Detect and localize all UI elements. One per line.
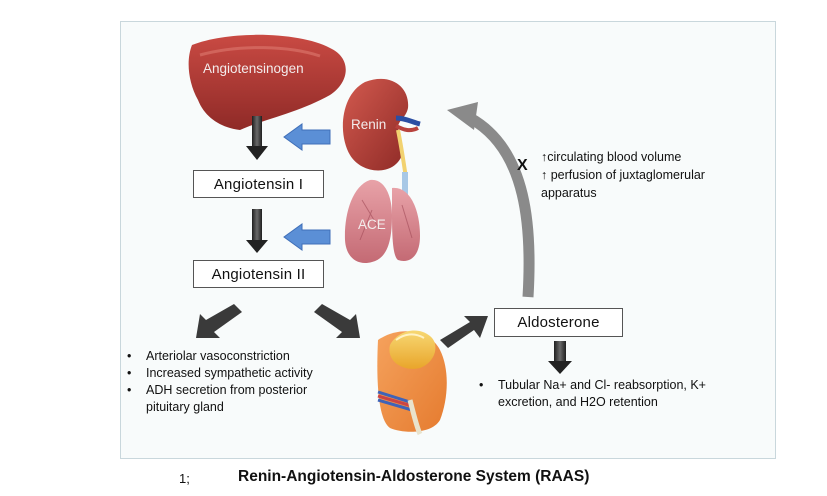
figure-mark: 1; xyxy=(179,471,190,486)
arrow-adrenal-to-aldosterone xyxy=(440,316,488,348)
arrow-to-adrenal xyxy=(314,304,360,338)
renin-label: Renin xyxy=(351,117,387,132)
lung-illustration xyxy=(344,179,392,264)
aldosterone-box: Aldosterone xyxy=(494,308,623,337)
aldosterone-effect-item: Tubular Na+ and Cl- reabsorption, K+ exc… xyxy=(474,377,706,411)
effect-item-continuation: pituitary gland xyxy=(146,400,224,414)
kidney-illustration xyxy=(342,78,409,171)
feedback-line-1: ↑circulating blood volume xyxy=(541,150,682,164)
angiotensin-effects-list: Arteriolar vasoconstriction Increased sy… xyxy=(122,348,313,416)
arrow-liver-to-angiotensin1 xyxy=(246,116,268,160)
adrenal-gland-illustration xyxy=(389,330,436,369)
arrow-aldosterone-to-effects xyxy=(548,341,572,374)
angiotensinogen-label: Angiotensinogen xyxy=(203,61,304,76)
aldosterone-effect-line-1: Tubular Na+ and Cl- reabsorption, K+ xyxy=(498,378,706,392)
liver-illustration xyxy=(188,34,346,130)
arrow-angiotensin1-to-angiotensin2 xyxy=(246,209,268,253)
angiotensin-2-box: Angiotensin II xyxy=(193,260,324,288)
feedback-line-3: apparatus xyxy=(541,186,597,200)
arrow-ace-blue xyxy=(283,223,331,251)
figure-caption: Renin-Angiotensin-Aldosterone System (RA… xyxy=(238,468,590,485)
effect-item: Increased sympathetic activity xyxy=(122,365,313,382)
effect-item: Arteriolar vasoconstriction xyxy=(122,348,313,365)
effect-item: ADH secretion from posterior xyxy=(122,382,313,399)
aldosterone-effects-list: Tubular Na+ and Cl- reabsorption, K+ exc… xyxy=(474,377,706,411)
feedback-conditions: ↑circulating blood volume ↑ perfusion of… xyxy=(541,148,705,202)
feedback-inhibition-mark: X xyxy=(517,157,528,174)
aldosterone-effect-line-2: excretion, and H2O retention xyxy=(498,395,658,409)
arrow-to-systemic-effects xyxy=(196,304,242,338)
ace-label: ACE xyxy=(358,217,386,232)
arrow-renin-blue xyxy=(283,123,331,151)
feedback-arrow xyxy=(447,102,535,298)
feedback-line-2: ↑ perfusion of juxtaglomerular xyxy=(541,168,705,182)
angiotensin-1-box: Angiotensin I xyxy=(193,170,324,198)
